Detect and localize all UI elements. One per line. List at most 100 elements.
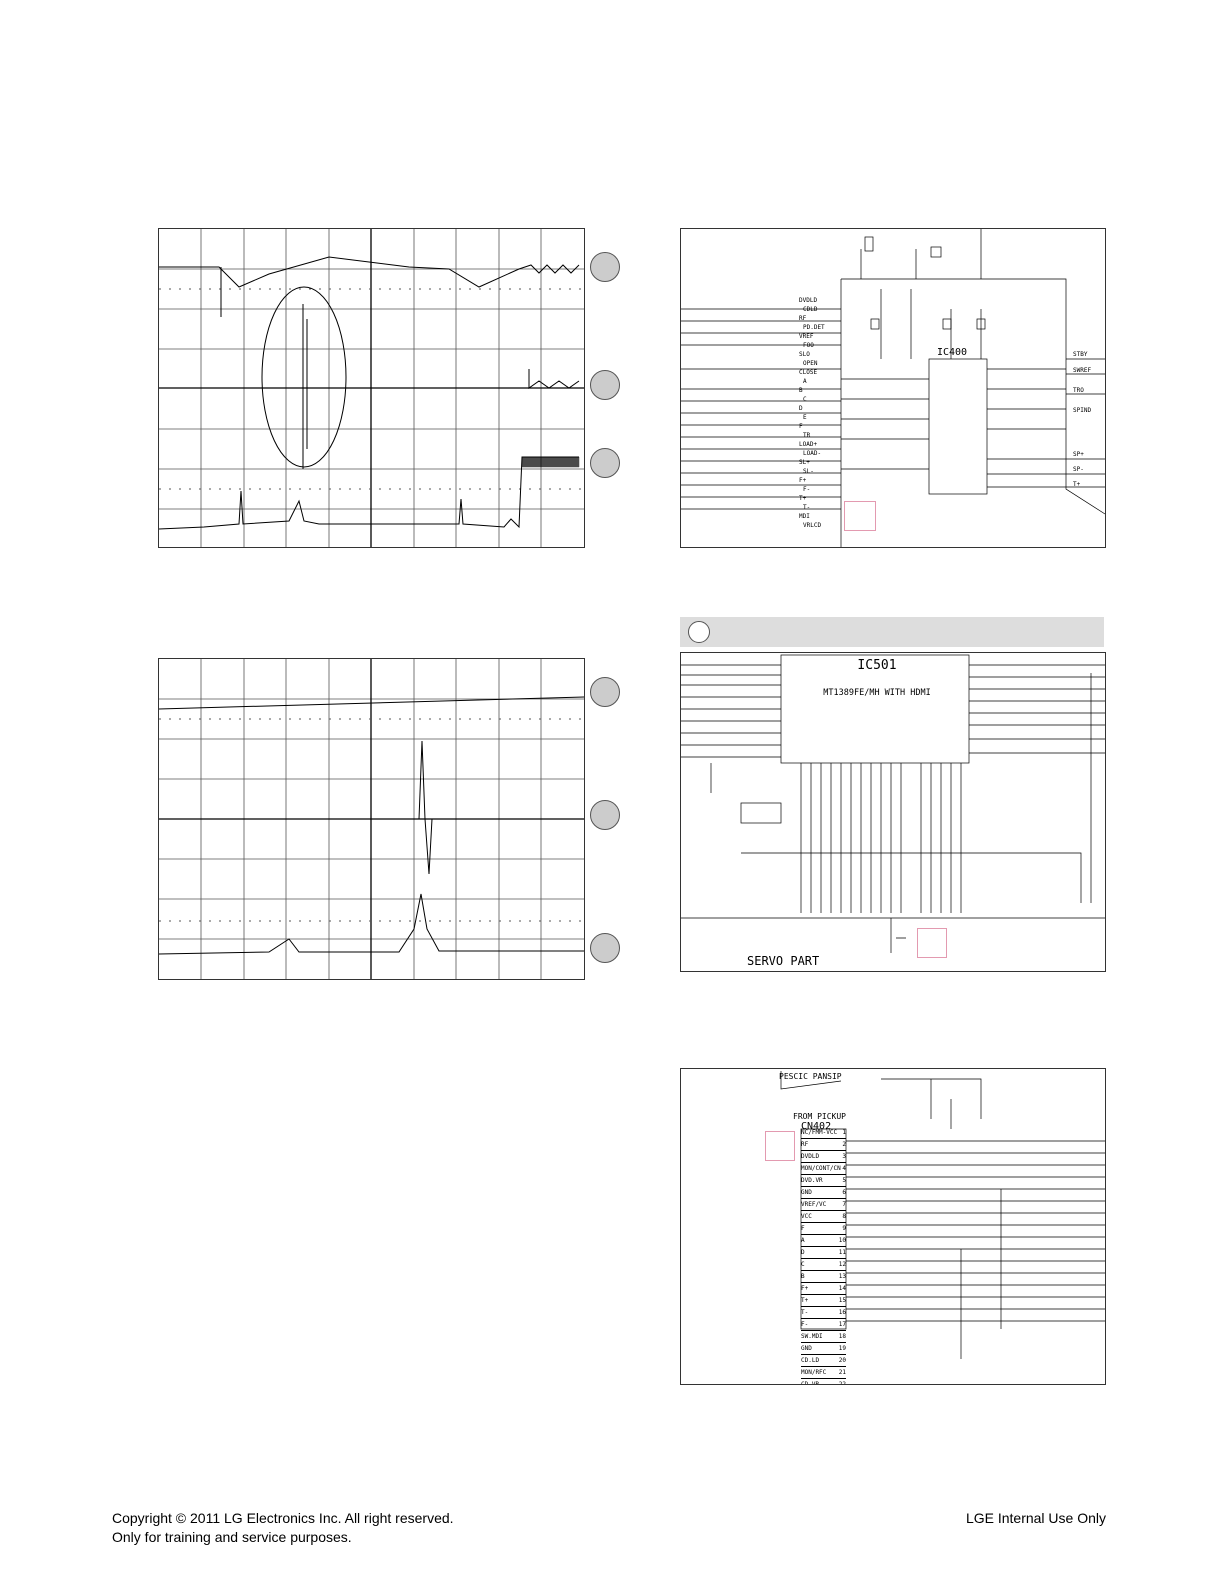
cn402-pin-row: RF 2 [801,1139,846,1151]
ic400-right-signal: SP+ [1073,451,1084,458]
ic400-circuit-diagram: IC400 [681,229,1105,547]
ic400-right-signal: SWREF [1073,367,1092,374]
ic400-left-signal: DVDLD [799,297,818,304]
test-point-box-1 [844,501,876,531]
ic400-left-signal: VREF [799,333,814,340]
ic400-right-signal: TRO [1073,387,1084,394]
ic400-left-signal: A [803,378,807,385]
waveform-1-marker-2 [590,370,620,400]
servo-part-label: SERVO PART [747,954,819,968]
ic400-left-signal: CDLD [803,306,818,313]
test-point-box-2 [917,928,947,958]
oscilloscope-waveform-2 [158,658,585,980]
cn402-pin-name: MON/CONT/CN [801,1165,841,1172]
ic400-left-signal: T- [803,504,811,511]
servo-section-header [680,617,1104,647]
cn402-pin-number: 20 [838,1357,846,1364]
ic400-left-signal: D [799,405,803,412]
ic400-left-signal: F+ [799,477,807,484]
ic400-left-signal: TR [803,432,811,439]
ic400-left-signal: MDI [799,513,810,520]
cn402-pin-name: DVDLD [801,1153,820,1160]
cn402-pin-number: 21 [838,1369,846,1376]
from-pickup-label: FROM PICKUP [793,1112,846,1121]
cn402-pin-number: 1 [842,1129,846,1136]
waveform-1-marker-3 [590,448,620,478]
footer-internal-use: LGE Internal Use Only [965,1510,1106,1526]
ic501-label: IC501 [857,658,896,673]
cn402-pin-number: 9 [842,1225,846,1232]
cn402-pin-number: 6 [842,1189,846,1196]
ic400-left-signal: CLOSE [799,369,818,376]
ic400-left-signal: C [803,396,807,403]
cn402-pin-number: 2 [842,1141,846,1148]
cn402-pin-name: GND [801,1345,812,1352]
ic400-left-signal: OPEN [803,360,818,367]
cn402-pin-number: 22 [838,1381,846,1385]
cn402-pin-name: MON/RFC [801,1369,827,1376]
ic400-left-signal: T+ [799,495,807,502]
waveform-1-graph [159,229,584,547]
cn402-pin-name: A [801,1237,805,1244]
cn402-pin-name: RF [801,1141,809,1148]
cn402-pin-number: 19 [838,1345,846,1352]
cn402-pin-name: NC/FMM-VCC [801,1129,838,1136]
waveform-2-marker-2 [590,800,620,830]
cn402-pin-row: F+ 14 [801,1283,846,1295]
ic400-left-signal: SLO [799,351,810,358]
ic501-chip-name: MT1389FE/MH WITH HDMI [823,688,930,698]
cn402-pin-number: 4 [842,1165,846,1172]
ic400-left-signal: VRLCD [803,522,822,529]
ic400-left-signal: F- [803,486,811,493]
test-point-box-3 [765,1131,795,1161]
cn402-pin-name: VCC [801,1213,812,1220]
ic400-left-signal: FOO [803,342,814,349]
cn402-circuit-diagram: PESCIC PANSIP FROM PICKUP CN402 [779,1071,1105,1359]
ic400-right-signal: SP- [1073,466,1084,473]
cn402-pin-row: F-17 [801,1319,846,1331]
cn402-pin-number: 13 [838,1273,846,1280]
cn402-pin-row: CD.LD 20 [801,1355,846,1367]
ic400-left-signal: B [799,387,803,394]
cn402-pin-number: 7 [842,1201,846,1208]
cn402-pin-row: NC/FMM-VCC 1 [801,1127,846,1139]
ic501-circuit-diagram: IC501 MT1389FE/MH WITH HDMI SERVO PART [681,654,1105,968]
ic400-left-signal: PD.DET [803,324,825,331]
schematic-ic501-servo: IC501 MT1389FE/MH WITH HDMI SERVO PART [680,652,1106,972]
cn402-pin-name: D [801,1249,805,1256]
footer-copyright: Copyright © 2011 LG Electronics Inc. All… [112,1510,454,1526]
ic400-left-signal: SL+ [799,459,810,466]
waveform-2-marker-3 [590,933,620,963]
top-label: PESCIC PANSIP [779,1072,842,1081]
cn402-pin-number: 14 [838,1285,846,1292]
cn402-pin-name: F- [801,1321,809,1328]
cn402-pin-name: F+ [801,1285,809,1292]
cn402-pin-row: T-16 [801,1307,846,1319]
cn402-pin-number: 15 [838,1297,846,1304]
ic400-right-signal: T+ [1073,481,1081,488]
ic400-left-signal: E [803,414,807,421]
cn402-pin-number: 18 [838,1333,846,1340]
ic400-label: IC400 [937,347,967,358]
ic400-right-signal: SPIND [1073,407,1092,414]
cn402-pin-name: F [801,1225,805,1232]
cn402-pin-name: SW.MDI [801,1333,823,1340]
waveform-2-marker-1 [590,677,620,707]
ic400-left-signal: SL- [803,468,814,475]
cn402-pin-name: B [801,1273,805,1280]
ic400-right-signal: STBY [1073,351,1088,358]
footer-training: Only for training and service purposes. [112,1529,352,1545]
cn402-pin-name: GND [801,1189,812,1196]
cn402-pin-row: B 13 [801,1271,846,1283]
cn402-pin-name: CD.LD [801,1357,820,1364]
